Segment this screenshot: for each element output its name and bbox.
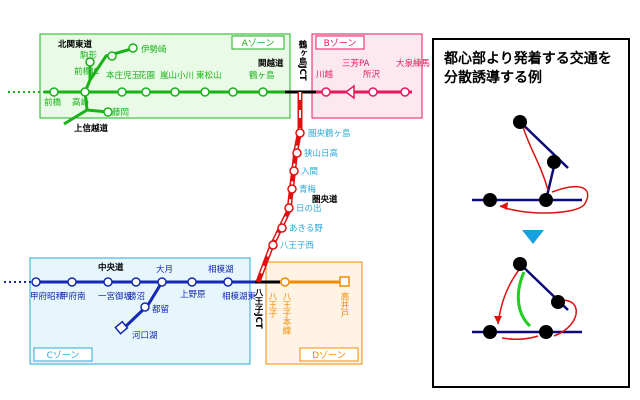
kofu-showa-label: 甲府昭和 [30, 291, 64, 302]
hachioji-motohongo-label: 八王子本線 [281, 292, 291, 335]
ken-o-route [255, 92, 303, 283]
down-arrow [522, 230, 544, 244]
tsuru-label: 都留 [152, 304, 169, 315]
zone-b-nodes [321, 87, 410, 97]
hachioji-jct-label: 八王子JCT [253, 288, 264, 329]
miyoshi-pa-marker [344, 84, 355, 100]
ken-o-station-labels: 圏央鶴ヶ島 狭山日高 入間 青梅 日の出 あきる野 八王子西 [280, 128, 351, 251]
takaido-label: 高井戸 [339, 291, 349, 318]
higashi-matsuyama-label: 東松山 [196, 70, 222, 81]
maebashi-ic-label: 前橋IC [74, 66, 100, 77]
tsurugashima-jct-label: 鶴ヶ島JCT [297, 39, 307, 80]
dispersion-example-diagram [472, 115, 589, 341]
zone-c-label: Cゾーン [47, 350, 80, 361]
sagamiko-label: 相模湖 [208, 264, 234, 275]
joshin-label: 上信越道 [74, 123, 109, 134]
hachioji-label: 八王子 [267, 292, 277, 318]
ome-label: 青梅 [299, 184, 317, 195]
ken-o-nodes [268, 128, 305, 250]
zone-a-station-labels: 駒形 伊勢崎 前橋IC 前橋 高崎 藤岡 本庄児玉 花園 嵐山小川 東松山 鶴ヶ… [44, 44, 275, 118]
kawaguchiko-label: 河口湖 [132, 330, 158, 341]
zone-d-label: Dゾーン [312, 350, 345, 361]
oizumi-nerima-label: 大泉練馬 [396, 58, 430, 69]
panel-title: 都心部より発着する交通を分散誘導する例 [444, 51, 612, 86]
zone-a-label: Aゾーン [242, 38, 275, 49]
katsunuma-label: 勝沼 [128, 291, 145, 302]
uenohara-label: 上野原 [180, 290, 206, 300]
tokorozawa-label: 所沢 [363, 69, 381, 80]
sagamiko-higashi-label: 相模湖東 [222, 291, 257, 302]
otsuki-label: 大月 [156, 264, 173, 275]
takaido-terminal [339, 276, 350, 287]
hachioji-nishi-label: 八王子西 [280, 241, 314, 251]
zone-c-nodes [31, 277, 233, 312]
zone-c-station-labels: 甲府昭和 甲府南 一宮御坂 勝沼 大月 都留 河口湖 上野原 相模湖 相模湖東 [30, 264, 257, 341]
kenou-tsurugashima-label: 圏央鶴ヶ島 [308, 128, 351, 139]
kan-etsu-label: 関越道 [258, 58, 284, 69]
zone-b-station-labels: 川越 三芳PA 所沢 大泉練馬 [316, 58, 430, 80]
maebashi-label: 前橋 [44, 97, 62, 108]
akiruno-label: あきる野 [289, 224, 323, 234]
kofu-minami-label: 甲府南 [60, 291, 86, 302]
hanazono-label: 花園 [138, 70, 155, 81]
tsurugashima-label: 鶴ヶ島 [249, 70, 275, 81]
fujioka-label: 藤岡 [112, 107, 129, 118]
ichinomiya-misaka-label: 一宮御坂 [98, 291, 133, 302]
ken-o-label: 圏央道 [312, 194, 338, 205]
honjo-kodama-label: 本庄児玉 [106, 70, 141, 81]
zone-d-station-labels: 八王子 八王子本線 高井戸 [267, 291, 349, 334]
dispersion-example-panel: 都心部より発着する交通を分散誘導する例 [432, 38, 630, 388]
lower-example [472, 257, 582, 341]
zone-b-label: Bゾーン [324, 38, 357, 49]
hachioji-node [280, 277, 290, 287]
kawaguchiko-terminal [114, 320, 129, 335]
upper-example [472, 115, 589, 214]
isesaki-label: 伊勢崎 [141, 44, 167, 55]
chuo-label: 中央道 [98, 262, 124, 273]
takasaki-label: 高崎 [72, 97, 90, 108]
hinode-label: 日の出 [296, 203, 322, 214]
kawagoe-label: 川越 [316, 69, 334, 80]
iruma-label: 入間 [301, 167, 318, 177]
sayama-hidaka-label: 狭山日高 [304, 148, 338, 159]
zone-a-nodes [49, 43, 268, 117]
komagata-label: 駒形 [80, 50, 98, 61]
miyoshi-pa-label: 三芳PA [342, 58, 370, 69]
kita-kanto-label: 北関東道 [58, 39, 93, 50]
arashiyama-ogawa-label: 嵐山小川 [160, 70, 194, 81]
